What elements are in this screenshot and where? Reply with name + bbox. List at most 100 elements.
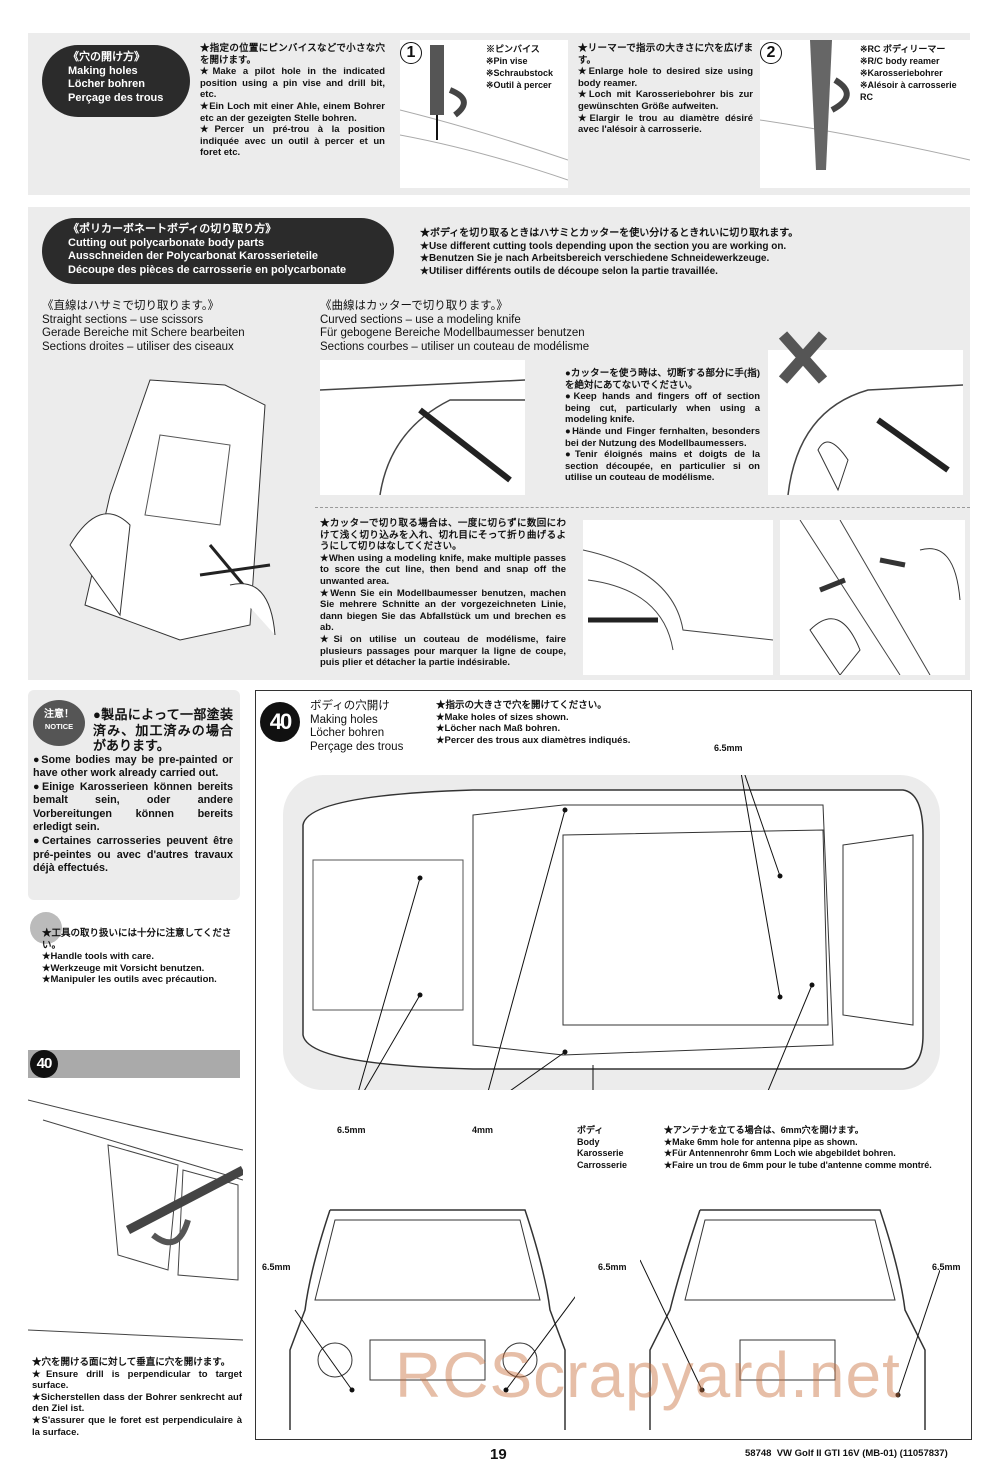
title-en: Making holes [310, 713, 378, 726]
step-text: ★S'assurer que le foret est perpendicula… [32, 1414, 242, 1438]
body-top-view [302, 775, 924, 1090]
reamer-illustration [760, 40, 970, 188]
step-2-number: 2 [760, 42, 782, 64]
notice-de: ●Einige Karosserieen können bereits bema… [33, 780, 233, 834]
notice-badge-icon: 注意！ NOTICE [33, 700, 85, 746]
instruction: ★Elargir le trou au diamètre désiré avec… [578, 112, 753, 136]
dashed-divider [315, 507, 970, 508]
instruction: ★Make a pilot hole in the indicated posi… [200, 66, 385, 101]
instruction: ★指定の位置にピンバイスなどで小さな穴を開けます。 [200, 43, 385, 66]
side-step-text: ★穴を開ける面に対して垂直に穴を開けます。 ★Ensure drill is p… [32, 1357, 242, 1438]
heading-en: Straight sections – use scissors [42, 313, 204, 326]
pin-vise-label: ※ピンバイス ※Pin vise ※Schraubstock ※Outil à … [486, 43, 553, 91]
scissors-cutting-illustration [69, 379, 276, 641]
antenna-text: ★Für Antennenrohr 6mm Loch wie abgebilde… [664, 1148, 896, 1158]
title-en: Making holes [68, 64, 138, 77]
tip-text: ★Wenn Sie ein Modellbaumesser benutzen, … [320, 587, 566, 634]
page-number: 19 [490, 1446, 507, 1463]
curved-sections-heading: 《曲線はカッターで切り取ります。》 Curved sections – use … [320, 300, 589, 354]
heading-ja: 《直線はハサミで切り取ります。》 [42, 300, 220, 312]
pin-vise-illustration [400, 40, 568, 188]
heading-fr: Sections droites – utiliser des ciseaux [42, 340, 234, 353]
instruction: ★指示の大きさで穴を開けてください。 [436, 700, 607, 711]
knife-technique-tip: ★カッターで切り取る場合は、一度に切らずに数回にわけて浅く切り込みを入れ、切れ目… [320, 518, 566, 669]
step-text: ★Ensure drill is perpendicular to target… [32, 1368, 242, 1392]
knife-warning: ●カッターを使う時は、切断する部分に手(指)を絶対にあてないでください。 ●Ke… [565, 368, 760, 484]
instruction: ★リーマーで指示の大きさに穴を広げます。 [578, 43, 753, 66]
title-fr: Perçage des trous [68, 91, 164, 104]
title-de: Löcher bohren [310, 727, 385, 739]
title-de: Löcher bohren [68, 78, 146, 90]
scoring-illustration [583, 520, 773, 675]
caution-text: ★Werkzeuge mit Vorsicht benutzen. [42, 962, 205, 974]
antenna-text: ★Faire un trou de 6mm pour le tube d'ant… [664, 1159, 932, 1170]
footer-title: 58748 VW Golf II GTI 16V (MB-01) (110578… [745, 1448, 948, 1459]
size-label-front-left: 6.5mm [262, 1262, 291, 1272]
size-label-top-right: 6.5mm [714, 743, 743, 753]
tool-label: ※ピンバイス [486, 44, 540, 54]
heading-en: Curved sections – use a modeling knife [320, 313, 521, 326]
side-step-header [28, 1050, 240, 1078]
reamer-label: ※RC ボディリーマー ※R/C body reamer ※Karosserie… [860, 43, 970, 103]
instruction: ★Utiliser différents outils de découpe s… [420, 265, 718, 277]
tip-text: ★Si on utilise un couteau de modélisme, … [320, 633, 566, 669]
tool-label: ※RC ボディリーマー [860, 44, 946, 54]
tool-label: ※Outil à percer [486, 80, 552, 90]
badge-ja: 注意！ [44, 709, 74, 720]
warning-text: ●Tenir éloignés mains et doigts de la se… [565, 449, 760, 484]
title-ja: 《穴の開け方》 [68, 51, 145, 63]
notice-text: ●製品によって一部塗装済み、加工済みの場合があります。 ●Some bodies… [33, 707, 233, 876]
tool-label: ※Pin vise [486, 56, 528, 66]
incorrect-cut-illustration [768, 331, 963, 495]
tool-caution: ★工具の取り扱いには十分に注意してください。 ★Handle tools wit… [42, 928, 242, 986]
instruction: ★Make holes of sizes shown. [436, 711, 569, 723]
title-en: Cutting out polycarbonate body parts [68, 236, 265, 249]
heading-ja: 《曲線はカッターで切り取ります。》 [320, 300, 508, 312]
step-text: ★Sicherstellen dass der Bohrer senkrecht… [32, 1391, 242, 1415]
body-label-fr: Carrosserie [577, 1159, 628, 1170]
making-holes-title: 《穴の開け方》 Making holes Löcher bohren Perça… [42, 45, 190, 117]
body-label-en: Body [577, 1136, 600, 1147]
instruction: ★Loch mit Karosseriebohrer bis zur gewün… [578, 89, 753, 112]
step-text: ★穴を開ける面に対して垂直に穴を開けます。 [32, 1357, 231, 1368]
knife-curve-illustration [320, 360, 525, 495]
antenna-text: ★アンテナを立てる場合は、6mm穴を開けます。 [664, 1125, 864, 1135]
instruction: ★Benutzen Sie je nach Arbeitsbereich ver… [420, 253, 770, 264]
title-fr: Perçage des trous [310, 740, 404, 753]
caution-icon [30, 912, 62, 944]
step-40-title: ボディの穴開け Making holes Löcher bohren Perça… [310, 700, 403, 754]
heading-de: Gerade Bereiche mit Schere bearbeiten [42, 327, 245, 339]
instruction: ★ボディを切り取るときはハサミとカッターを使い分けるときれいに切り取れます。 [420, 228, 799, 239]
reamer-instructions: ★リーマーで指示の大きさに穴を広げます。 ★Enlarge hole to de… [578, 43, 753, 136]
heading-fr: Sections courbes – utiliser un couteau d… [320, 340, 590, 353]
instruction: ★Percer un pré-trou à la position indiqu… [200, 124, 385, 159]
antenna-instructions: ★アンテナを立てる場合は、6mm穴を開けます。 ★Make 6mm hole f… [664, 1125, 932, 1171]
watermark: RCScrapyard.net [395, 1339, 901, 1411]
drill-door-illustration [28, 1099, 243, 1341]
antenna-text: ★Make 6mm hole for antenna pipe as shown… [664, 1136, 858, 1147]
title-ja: ボディの穴開け [310, 700, 390, 712]
instruction: ★Löcher nach Maß bohren. [436, 723, 561, 735]
size-label-front-right: 6.5mm [598, 1262, 627, 1272]
notice-en: ●Some bodies may be pre-painted or have … [33, 753, 233, 780]
x-mark-icon [778, 331, 828, 384]
tip-text: ★カッターで切り取る場合は、一度に切らずに数回にわけて浅く切り込みを入れ、切れ目… [320, 518, 566, 553]
step-1-number: 1 [400, 42, 422, 64]
step-40-number: 40 [260, 702, 300, 742]
instruction: ★Use different cutting tools depending u… [420, 240, 787, 252]
caution-text: ★Manipuler les outils avec précaution. [42, 974, 217, 986]
cutting-intro: ★ボディを切り取るときはハサミとカッターを使い分けるときれいに切り取れます。 ★… [420, 228, 870, 278]
caution-text: ★工具の取り扱いには十分に注意してください。 [42, 928, 232, 951]
tool-label: ※Alésoir à carrosserie RC [860, 80, 957, 102]
instruction: ★Enlarge hole to desired size using body… [578, 66, 753, 89]
warning-text: ●Hände und Finger fernhalten, besonders … [565, 425, 760, 449]
title-de: Ausschneiden der Polycarbonat Karosserie… [68, 250, 319, 262]
warning-text: ●Keep hands and fingers off of section b… [565, 391, 760, 426]
cutting-title: 《ポリカーボネートボディの切り取り方》 Cutting out polycarb… [42, 218, 394, 284]
notice-ja: ●製品によって一部塗装済み、加工済みの場合があります。 [93, 707, 233, 753]
title-ja: 《ポリカーボネートボディの切り取り方》 [68, 223, 277, 235]
body-rear-view [640, 1209, 940, 1430]
body-front-view [289, 1209, 575, 1430]
notice-fr: ●Certaines carrosseries peuvent être pré… [33, 835, 233, 875]
tool-label: ※Schraubstock [486, 68, 554, 78]
